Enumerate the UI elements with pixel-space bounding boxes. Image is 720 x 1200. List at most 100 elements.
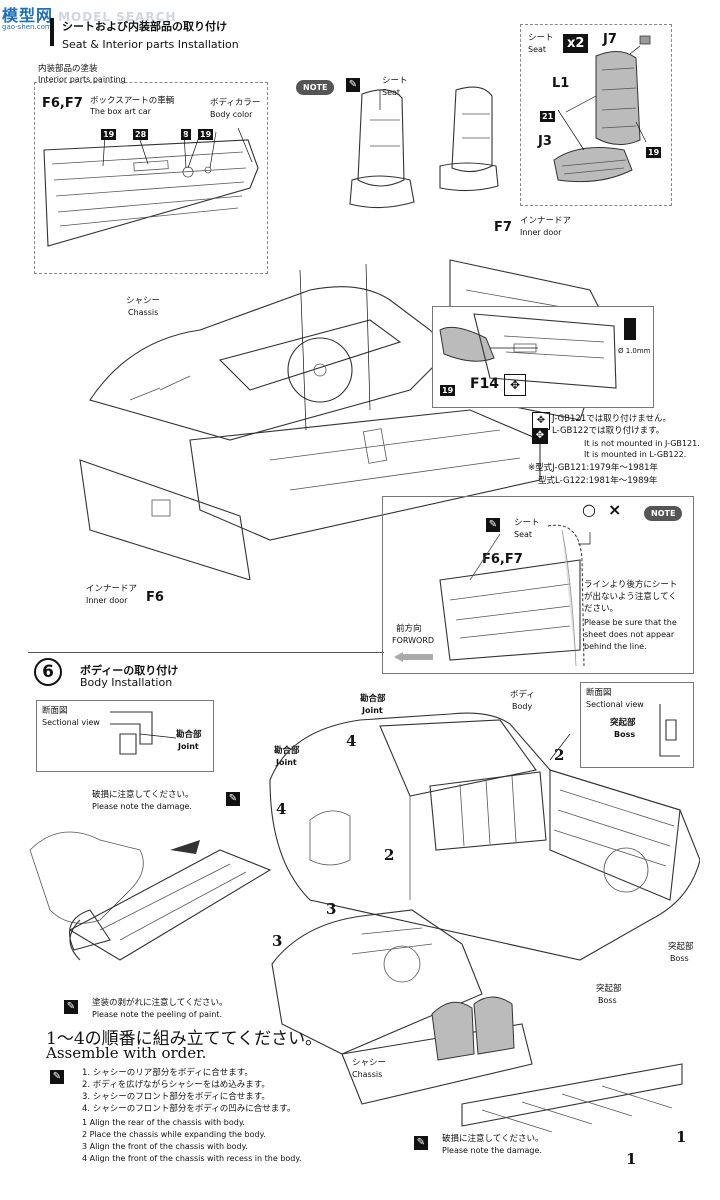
step6-title-en: Body Installation xyxy=(80,676,173,689)
seat-caution-jp1: ラインより後方にシート xyxy=(584,580,678,590)
order-step-jp-2: 2. ボディを広げながらシャシーをはめ込みます。 xyxy=(82,1080,270,1090)
seat-caution-jp3: ださい。 xyxy=(584,604,619,614)
forward-arrow-shaft xyxy=(403,654,433,660)
hand-chassis-illustration xyxy=(29,831,272,961)
drill-size: Ø 1.0mm xyxy=(618,347,651,355)
f6-jp: インナードア xyxy=(86,584,138,594)
color-chip-2: 28 xyxy=(133,129,149,140)
mounting-line3: It is not mounted in J-GB121. xyxy=(584,439,700,448)
mounting-line6: 型式L-G122:1981年～1989年 xyxy=(538,476,658,486)
mounting-note-icon-2: ✥ xyxy=(532,428,548,444)
chassis-top-jp: シャシー xyxy=(126,296,161,306)
sectional-right-boss-en: Boss xyxy=(614,730,636,739)
step6-title-jp: ボディーの取り付け xyxy=(80,664,179,677)
order-step-3-left: 3 xyxy=(272,932,283,950)
seat-detail-box xyxy=(382,496,694,674)
chassis-bottom-jp: シャシー xyxy=(352,1058,387,1068)
seat-ok-mark: ○ xyxy=(582,500,596,519)
note-badge-seat: NOTE xyxy=(644,506,683,521)
color-chip-4: 19 xyxy=(198,129,214,140)
part-j3: J3 xyxy=(538,134,552,149)
seat-box-jp: シート xyxy=(528,33,554,43)
damage-note-bottom-jp: 破損に注意してください。 xyxy=(442,1134,544,1144)
seat-parts-illustration xyxy=(553,35,651,183)
joint-label-2-en: Joint xyxy=(276,758,297,767)
paint-brush-icon: ✎ xyxy=(346,78,360,92)
step6-number: 6 xyxy=(34,658,62,686)
color-chip-21: 21 xyxy=(540,111,556,122)
door-panel-painting-illustration xyxy=(43,128,259,247)
sectional-left-joint-jp: 勘合部 xyxy=(176,730,202,740)
f7-jp: インナードア xyxy=(520,216,572,226)
step5-header-bar xyxy=(50,18,54,46)
seat-box-en: Seat xyxy=(528,45,547,54)
sectional-left-en: Sectional view xyxy=(42,718,100,727)
chassis-bottom-en: Chassis xyxy=(352,1070,383,1079)
order-step-2-center: 2 xyxy=(384,846,395,864)
order-step-1-right: 1 xyxy=(676,1128,687,1146)
order-title-en: Assemble with order. xyxy=(46,1044,207,1062)
bodycolor-en: Body color xyxy=(210,110,253,119)
damage-note-top-en: Please note the damage. xyxy=(92,802,192,811)
color-chip-3: 8 xyxy=(181,129,191,140)
mounting-line2: L-GB122では取り付けます。 xyxy=(552,426,665,436)
order-step-2-right: 2 xyxy=(554,746,565,764)
joint-label-2-jp: 勘合部 xyxy=(274,746,300,756)
interior-painting-title-en: Interior parts painting xyxy=(38,75,126,84)
seat-line-illustration xyxy=(439,524,591,667)
interior-painting-box xyxy=(34,82,268,274)
step5-header: シートおよび内装部品の取り付け Seat & Interior parts In… xyxy=(50,18,239,51)
sectional-right-boss-jp: 突起部 xyxy=(610,718,636,728)
joint-label-1-en: Joint xyxy=(362,706,383,715)
chassis-top-en: Chassis xyxy=(128,308,159,317)
seat-detail-parts: F6,F7 xyxy=(482,552,523,567)
boss-label-1-en: Boss xyxy=(670,954,689,963)
boxart-jp: ボックスアートの車輌 xyxy=(90,96,175,106)
step5-title-jp: シートおよび内装部品の取り付け xyxy=(62,20,227,33)
order-title-jp: 1～4の順番に組み立ててください。 xyxy=(46,1029,323,1049)
order-step-1-bottom: 1 xyxy=(626,1150,637,1168)
seat-ng-mark: × xyxy=(608,500,622,519)
sectional-left-illustration xyxy=(110,711,177,755)
color-chip-19-f14: 19 xyxy=(440,385,456,396)
paint-note-jp: 塗装の剥がれに注意してください。 xyxy=(92,998,228,1008)
f7-en: Inner door xyxy=(520,228,562,237)
seat-brush-icon: ✎ xyxy=(486,518,500,532)
interior-painting-title-jp: 内装部品の塗装 xyxy=(38,64,98,74)
bodycolor-jp: ボディカラー xyxy=(210,98,261,108)
watermark: 模型网 MODEL SEARCH gao-shen.com xyxy=(2,2,176,31)
interior-painting-part: F6,F7 xyxy=(42,96,83,111)
damage-brush-icon-top: ✎ xyxy=(226,792,240,806)
f14-part: F14 xyxy=(470,376,500,392)
damage-note-top-jp: 破損に注意してください。 xyxy=(92,790,194,800)
forward-arrow-icon xyxy=(394,652,403,662)
drill-icon xyxy=(624,318,636,340)
section-divider xyxy=(28,652,384,653)
seat-caution-en1: Please be sure that the xyxy=(584,618,677,627)
body-label-jp: ボディ xyxy=(510,690,535,700)
seat-note-jp: シート xyxy=(382,76,408,86)
paint-note-en: Please note the peeling of paint. xyxy=(92,1010,223,1019)
seat-caution-en2: sheet does not appear xyxy=(584,630,675,639)
seat-note-en: Seat xyxy=(382,88,401,97)
seat-quantity: x2 xyxy=(563,34,589,53)
sectional-right-en: Sectional view xyxy=(586,700,644,709)
boxart-en: The box art car xyxy=(90,107,151,116)
watermark-brand: MODEL SEARCH xyxy=(58,10,177,24)
damage-brush-icon-bottom: ✎ xyxy=(414,1136,428,1150)
order-step-4-top: 4 xyxy=(346,732,357,750)
f6-en: Inner door xyxy=(86,596,128,605)
boss-label-2-jp: 突起部 xyxy=(596,984,622,994)
seat-part-box xyxy=(520,24,672,206)
boss-label-1-jp: 突起部 xyxy=(668,942,694,952)
f14-option-icon: ✥ xyxy=(504,374,526,396)
mounting-line4: It is mounted in L-GB122. xyxy=(584,450,687,459)
order-step-4-left: 4 xyxy=(276,800,287,818)
f7-part: F7 xyxy=(494,220,512,235)
sectional-right-illustration xyxy=(659,704,680,757)
color-chip-1: 19 xyxy=(101,129,117,140)
order-step-3-center: 3 xyxy=(326,900,337,918)
f14-detail-illustration xyxy=(439,313,617,389)
mounting-line1: J-GB121では取り付けません。 xyxy=(552,414,671,424)
seat-caution-jp2: が出ないよう注意してく xyxy=(584,592,677,602)
